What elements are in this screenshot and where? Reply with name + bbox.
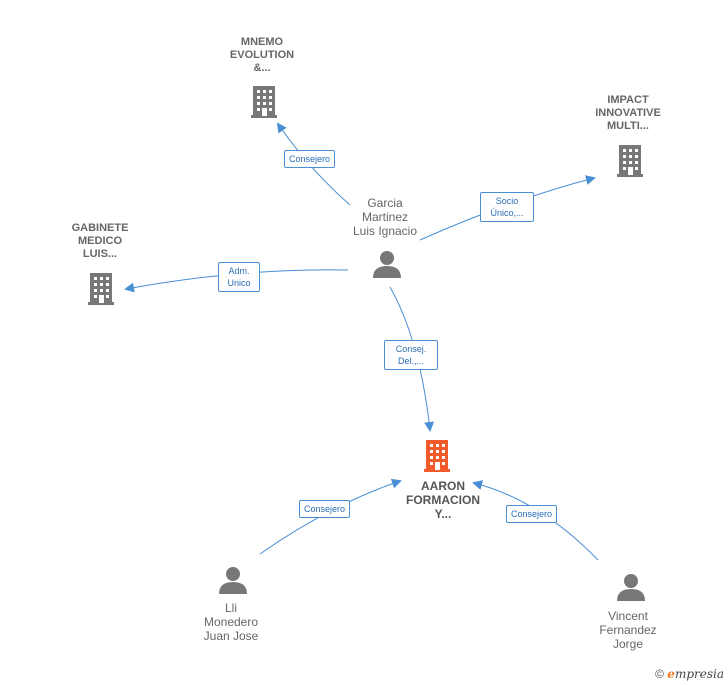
copyright-icon: ©: [655, 667, 664, 681]
edge-label-garcia-aaron[interactable]: Consej. Del.,...: [384, 340, 438, 370]
brand-logo: empresia: [667, 667, 724, 681]
building-icon: [88, 273, 114, 305]
company-label-impact[interactable]: IMPACT INNOVATIVE MULTI...: [595, 94, 661, 132]
person-label-garcia[interactable]: Garcia Martinez Luis Ignacio: [352, 196, 418, 238]
edge-label-garcia-gabinete[interactable]: Adm. Unico: [218, 262, 260, 292]
company-label-aaron[interactable]: AARON FORMACION Y...: [406, 479, 480, 521]
person-label-lli[interactable]: Lli Monedero Juan Jose: [203, 601, 259, 643]
person-icon: [617, 574, 645, 601]
main-building-icon: [424, 440, 450, 472]
building-icon: [617, 145, 643, 177]
building-icon: [251, 86, 277, 118]
edge-label-vincent-aaron[interactable]: Consejero: [506, 505, 558, 523]
person-label-vincent[interactable]: Vincent Fernandez Jorge: [599, 609, 657, 651]
company-label-mnemo[interactable]: MNEMO EVOLUTION &...: [229, 36, 295, 74]
person-icon: [373, 251, 401, 278]
edge-label-garcia-mnemo[interactable]: Consejero: [284, 150, 336, 168]
footer-brand: © empresia: [655, 667, 724, 681]
company-label-gabinete[interactable]: GABINETE MEDICO LUIS...: [71, 222, 129, 260]
edge-label-garcia-impact[interactable]: Socio Único,...: [480, 192, 534, 222]
person-icon: [219, 567, 247, 594]
edge-label-lli-aaron[interactable]: Consejero: [299, 500, 351, 518]
